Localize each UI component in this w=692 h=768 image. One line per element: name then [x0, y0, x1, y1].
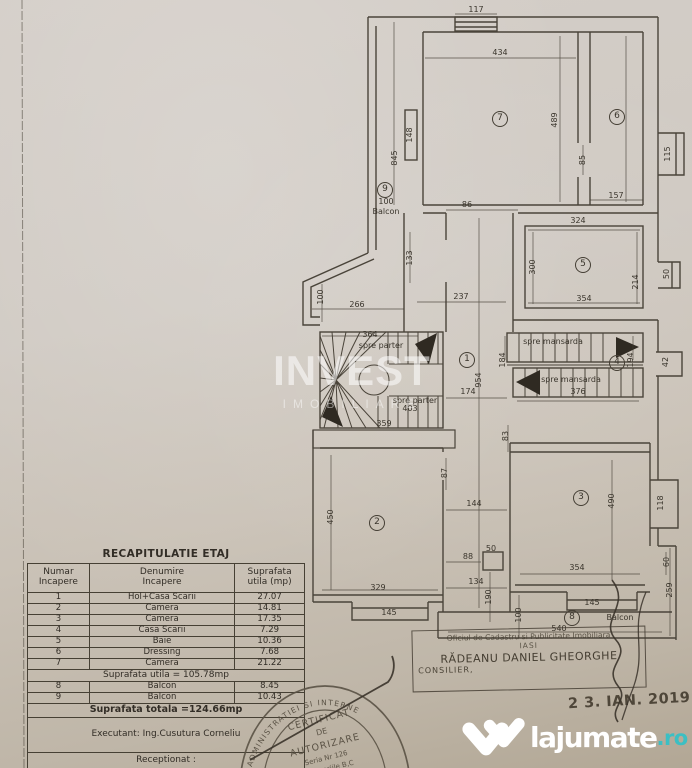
subtotal-row: Suprafata utila = 105.78mp	[27, 669, 305, 682]
cell-name: Camera	[88, 603, 236, 615]
cell-name: Baie	[88, 636, 236, 648]
cell-name: Hol+Casa Scarii	[88, 592, 236, 604]
cell-name: Camera	[88, 614, 236, 626]
cell-name: Casa Scarii	[88, 625, 236, 637]
cell-num: 3	[27, 614, 90, 626]
cell-name: Balcon	[88, 692, 236, 704]
cell-num: 7	[27, 658, 90, 670]
cell-area: 14.81	[234, 603, 305, 615]
cell-area: 27.07	[234, 592, 305, 604]
dimension-lines	[312, 13, 671, 638]
cell-name: Dressing	[88, 647, 236, 659]
lajumate-logo-tld: .ro	[656, 726, 688, 750]
cell-area: 17.35	[234, 614, 305, 626]
cell-num: 1	[27, 592, 90, 604]
lajumate-logo: lajumate.ro	[462, 714, 688, 762]
cell-num: 9	[27, 692, 90, 704]
cell-num: 2	[27, 603, 90, 615]
cell-name: Camera	[88, 658, 236, 670]
recap-title: RECAPITULATIE ETAJ	[102, 548, 230, 560]
receptionat-row: Receptionat :	[27, 752, 305, 768]
cell-area: 10.43	[234, 692, 305, 704]
subtotal-cell: Suprafata utila = 105.78mp	[27, 669, 305, 682]
stair-direction-arrows	[322, 333, 639, 427]
lajumate-logo-text: lajumate	[530, 721, 658, 754]
stair-lines	[319, 331, 643, 429]
executant-row: Executant: Ing.Cusutura Corneliu	[27, 717, 305, 753]
cell-num: 6	[27, 647, 90, 659]
cell-area: 21.22	[234, 658, 305, 670]
cell-area: 7.29	[234, 625, 305, 637]
cell-num: 4	[27, 625, 90, 637]
cell-area: 10.36	[234, 636, 305, 648]
receptionat-cell: Receptionat :	[27, 752, 305, 768]
paper-fold-line	[21, 0, 25, 768]
cell-area: 7.68	[234, 647, 305, 659]
lajumate-logo-icon	[462, 718, 525, 756]
cell-num: 8	[27, 681, 90, 693]
total-cell: Suprafata totala =124.66mp	[27, 703, 305, 718]
wall-lines	[302, 16, 685, 640]
executant-cell: Executant: Ing.Cusutura Corneliu	[27, 717, 305, 753]
cell-area: 8.45	[234, 681, 305, 693]
total-row: Suprafata totala =124.66mp	[27, 703, 305, 718]
cell-name: Balcon	[88, 681, 236, 693]
hatched-wall-band	[312, 429, 456, 449]
office-stamp: Oficiul de Cadastru si Publicitate Imobi…	[411, 625, 647, 693]
cell-num: 5	[27, 636, 90, 648]
